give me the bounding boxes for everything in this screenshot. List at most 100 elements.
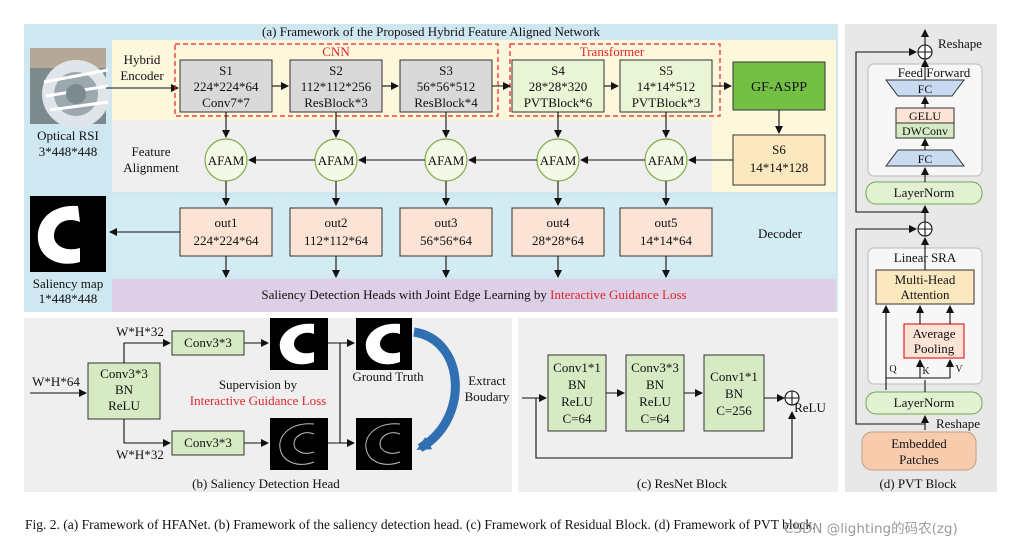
extract-label: Extract: [468, 373, 506, 388]
resblock-conv3: Conv3*3 BN ReLU C=64: [625, 354, 685, 432]
svg-text:C=256: C=256: [716, 403, 752, 418]
svg-text:14*14*512: 14*14*512: [637, 79, 696, 94]
head-input-dim: W*H*64: [32, 374, 80, 389]
supervision-label: Supervision by: [219, 377, 298, 392]
afam-4: AFAM: [536, 138, 580, 182]
svg-text:AFAM: AFAM: [540, 153, 577, 168]
svg-text:AFAM: AFAM: [428, 153, 465, 168]
panel-b-caption: (b) Saliency Detection Head: [192, 476, 340, 491]
hybrid-encoder-label: Hybrid: [124, 52, 161, 67]
svg-text:S3: S3: [439, 63, 453, 78]
layernorm-bottom: LayerNorm: [865, 391, 983, 415]
svg-text:S4: S4: [551, 63, 565, 78]
svg-text:14*14*128: 14*14*128: [750, 160, 809, 175]
out-4: out4 28*28*64: [511, 207, 605, 257]
svg-text:S5: S5: [659, 63, 673, 78]
v-label: V: [955, 364, 963, 375]
supervision-red-label: Interactive Guidance Loss: [190, 393, 326, 408]
out-1: out1 224*224*64: [179, 207, 273, 257]
svg-text:BN: BN: [115, 382, 134, 397]
ff-gelu: GELU: [895, 107, 955, 124]
pvt-reshape-top: Reshape: [938, 36, 982, 51]
hybrid-encoder-label-2: Encoder: [120, 68, 164, 83]
stage-s4: S4 28*28*320 PVTBlock*6: [511, 59, 605, 113]
alignment-band: [112, 120, 712, 192]
stage-s6: S6 14*14*128: [732, 134, 826, 186]
svg-text:ReLU: ReLU: [639, 394, 671, 409]
svg-text:out4: out4: [546, 215, 570, 230]
head-bottom-dim: W*H*32: [116, 447, 164, 462]
svg-text:Conv3*3: Conv3*3: [631, 360, 679, 375]
svg-text:out1: out1: [214, 215, 237, 230]
svg-text:Embedded: Embedded: [891, 436, 947, 451]
svg-text:LayerNorm: LayerNorm: [894, 185, 955, 200]
afam-5: AFAM: [644, 138, 688, 182]
svg-text:56*56*64: 56*56*64: [420, 233, 473, 248]
panel-d: (d) PVT Block Reshape Feed Forward FC GE…: [845, 24, 997, 492]
svg-text:PVTBlock*3: PVTBlock*3: [632, 95, 701, 110]
feed-forward-label: Feed Forward: [898, 65, 971, 80]
resblock-add-icon: [784, 390, 800, 406]
svg-text:Conv1*1: Conv1*1: [710, 369, 758, 384]
figure-caption: Fig. 2. (a) Framework of HFANet. (b) Fra…: [25, 517, 816, 532]
svg-text:AFAM: AFAM: [648, 153, 685, 168]
heads-label: Saliency Detection Heads with Joint Edge…: [261, 287, 686, 302]
head-conv-bottom: Conv3*3: [171, 430, 245, 456]
panel-c: (c) ResNet Block Conv1*1 BN ReLU C=64 Co…: [518, 318, 838, 492]
svg-text:S2: S2: [329, 63, 343, 78]
svg-text:AFAM: AFAM: [208, 153, 245, 168]
head-top-dim: W*H*32: [116, 324, 164, 339]
gf-aspp-block: GF-ASPP: [732, 61, 826, 111]
heads-band: [112, 279, 836, 312]
svg-text:FC: FC: [918, 152, 933, 166]
svg-text:GELU: GELU: [909, 109, 941, 123]
svg-text:C=64: C=64: [562, 411, 592, 426]
svg-text:28*28*320: 28*28*320: [529, 79, 588, 94]
svg-text:S1: S1: [219, 63, 233, 78]
svg-text:112*112*256: 112*112*256: [301, 79, 372, 94]
svg-text:ResBlock*3: ResBlock*3: [304, 95, 368, 110]
feature-alignment-label-2: Alignment: [123, 160, 179, 175]
extract-boundary-arrow: [412, 327, 460, 452]
svg-text:out3: out3: [434, 215, 457, 230]
ff-dwconv: DWConv: [895, 122, 955, 139]
svg-text:56*56*512: 56*56*512: [417, 79, 476, 94]
svg-text:BN: BN: [646, 377, 665, 392]
multi-head-attention: Multi-Head Attention: [875, 269, 975, 305]
stage-s2: S2 112*112*256 ResBlock*3: [289, 59, 383, 113]
q-label: Q: [889, 364, 897, 375]
pvt-add-mid-icon: [917, 221, 933, 237]
svg-text:out5: out5: [654, 215, 677, 230]
ff-fc-bottom: FC: [885, 149, 965, 167]
saliency-map-image: [30, 196, 106, 272]
k-label: K: [922, 366, 930, 377]
panel-c-caption: (c) ResNet Block: [637, 476, 728, 491]
svg-text:ResBlock*4: ResBlock*4: [414, 95, 478, 110]
feature-alignment-label: Feature: [132, 144, 171, 159]
svg-text:Patches: Patches: [899, 452, 939, 467]
svg-text:224*224*64: 224*224*64: [194, 233, 260, 248]
svg-text:DWConv: DWConv: [902, 124, 948, 138]
resblock-conv1-out: Conv1*1 BN C=256: [703, 354, 765, 432]
svg-text:ReLU: ReLU: [108, 398, 140, 413]
svg-text:Conv1*1: Conv1*1: [553, 360, 601, 375]
panel-b: (b) Saliency Detection Head W*H*64 Conv3…: [24, 318, 512, 492]
transformer-label: Transformer: [580, 44, 645, 59]
optical-rsi-dims: 3*448*448: [39, 144, 98, 159]
svg-text:BN: BN: [725, 386, 744, 401]
svg-text:Attention: Attention: [900, 287, 950, 302]
ground-truth-image: [356, 318, 412, 370]
svg-text:S6: S6: [772, 142, 786, 157]
stage-s1: S1 224*224*64 Conv7*7: [179, 59, 273, 113]
svg-text:LayerNorm: LayerNorm: [894, 395, 955, 410]
svg-text:Average: Average: [912, 326, 955, 341]
svg-text:14*14*64: 14*14*64: [640, 233, 693, 248]
layernorm-top: LayerNorm: [865, 181, 983, 205]
panel-a: (a) Framework of the Proposed Hybrid Fea…: [24, 24, 838, 312]
svg-text:PVTBlock*6: PVTBlock*6: [524, 95, 593, 110]
out-3: out3 56*56*64: [399, 207, 493, 257]
svg-text:28*28*64: 28*28*64: [532, 233, 585, 248]
svg-text:Conv3*3: Conv3*3: [184, 435, 232, 450]
